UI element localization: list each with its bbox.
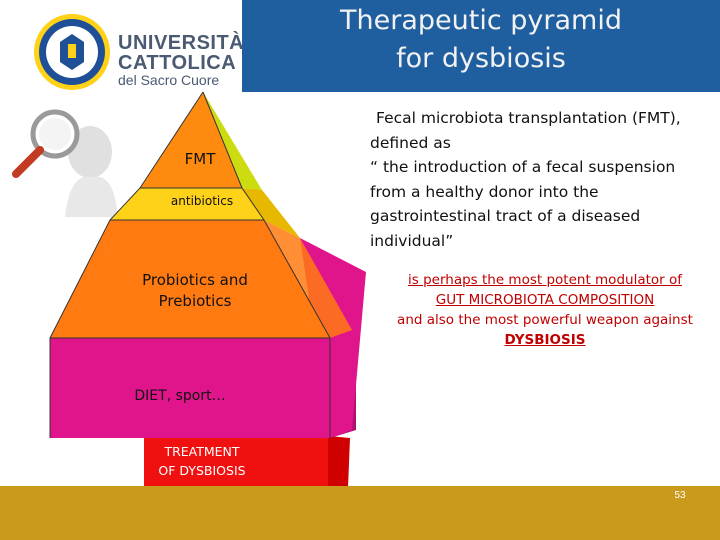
definition-line-6: individual” [370, 229, 715, 254]
pyramid-base-label: TREATMENT OF DYSBIOSIS [144, 442, 260, 480]
probiotics-line-1: Probiotics and [110, 270, 280, 291]
footer-bar [0, 486, 720, 540]
definition-line-3: “ the introduction of a fecal suspension [370, 155, 715, 180]
pyramid-label-fmt: FMT [160, 150, 240, 168]
pyramid-label-diet: DIET, sport… [60, 388, 300, 404]
pyramid-label-probiotics: Probiotics and Prebiotics [110, 270, 280, 312]
pyramid-label-antibiotics: antibiotics [140, 194, 264, 208]
highlight-line-2: GUT MICROBIOTA COMPOSITION [378, 290, 712, 310]
page-number: 53 [640, 490, 720, 501]
base-line-1: TREATMENT [144, 442, 260, 461]
definition-line-1: Fecal microbiota transplantation (FMT), [370, 106, 715, 131]
probiotics-line-2: Prebiotics [110, 291, 280, 312]
pyramid-level-fmt [140, 92, 262, 190]
definition-line-2: defined as [370, 131, 715, 156]
definition-line-5: gastrointestinal tract of a diseased [370, 204, 715, 229]
highlight-line-1: is perhaps the most potent modulator of [378, 270, 712, 290]
highlight-line-3: and also the most powerful weapon agains… [378, 310, 712, 330]
fmt-highlight: is perhaps the most potent modulator of … [378, 270, 712, 350]
definition-line-4: from a healthy donor into the [370, 180, 715, 205]
highlight-line-4: DYSBIOSIS [378, 330, 712, 350]
base-line-2: OF DYSBIOSIS [144, 461, 260, 480]
fmt-definition: Fecal microbiota transplantation (FMT), … [370, 106, 715, 253]
